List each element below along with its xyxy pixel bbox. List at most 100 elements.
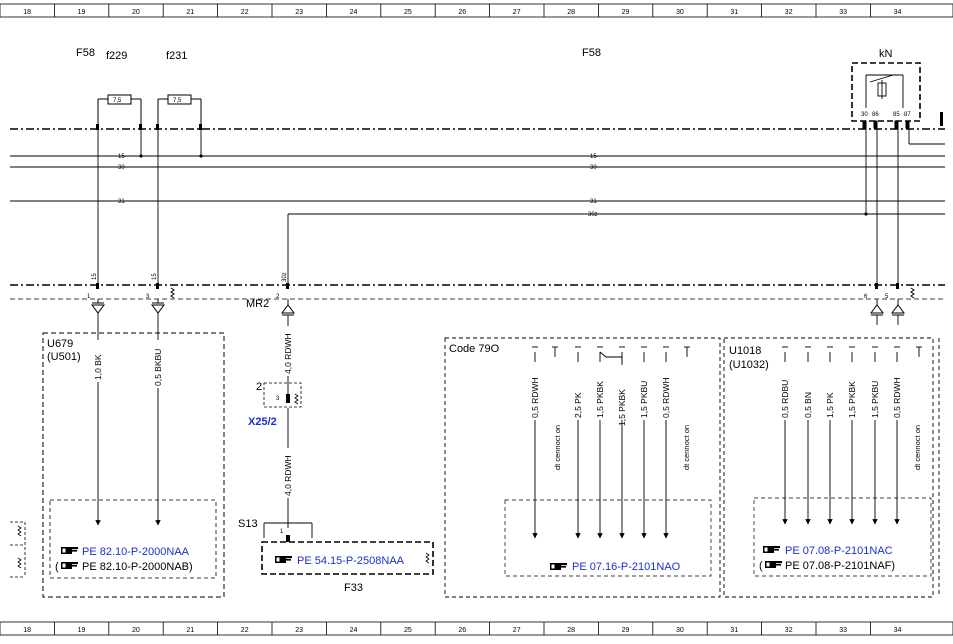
hand-pointer-icon [550,563,567,570]
s13-pin: 1 [280,529,284,535]
x25-label[interactable]: X25/2 [248,416,277,428]
bus-30-label-center: 30 [590,165,597,171]
pin-num-2: 2 [276,294,280,300]
code79o-note-2: dt cennoct on [682,425,691,470]
grid-cell-26: 26 [458,9,466,16]
u679-wire-2-label: 0,5 BKBU [153,349,163,386]
grid-cell-30: 30 [676,9,684,16]
mr2-label: MR2 [246,298,269,310]
bus-31-label-center: 31 [590,199,597,205]
bus-31-label: 31 [118,199,125,205]
relay-pin-86: 86 [872,112,879,118]
s13-footer: F33 [344,582,363,594]
bus-30z-label: 30z [588,212,598,218]
grid-cell-21: 21 [186,9,194,16]
bus-30-label: 30 [118,165,125,171]
pin-num-1: 1 [87,294,91,300]
relay-terminals [862,120,910,129]
u1018-ref-1[interactable]: PE 07.08-P-2101NAC [785,545,893,557]
pin-30z: 30z [282,272,288,282]
pin-15b: 15 [152,273,158,280]
pin-num-5: 5 [885,294,889,300]
x25-pin-in: 3 [276,396,280,402]
code79o-wire-label: 0,5 RDWH [661,377,671,418]
u679-inner-box [49,499,217,579]
u1018-box [723,337,934,598]
hand-pointer-icon [765,561,782,568]
x25-connector-box [263,382,302,408]
code79o-note-1: dt cennoct on [553,425,562,470]
grid-cell-33: 33 [839,9,847,16]
relay-pin-85: 85 [893,112,900,118]
code79o-title: Code 79O [449,343,500,355]
fuse-group-label: F58 [76,47,95,59]
s13-label: S13 [238,518,258,530]
grid-cell-27: 27 [513,627,521,634]
grid-cell-32: 32 [785,9,793,16]
hand-pointer-icon [61,562,78,569]
grid-cell-22: 22 [241,627,249,634]
wire-stubs [97,299,899,330]
relay-pin-87: 87 [904,112,911,118]
code79o-wire-label: 1,5 PKBK [595,381,605,418]
u1018-note: dt cennoct on [913,425,922,470]
grid-cell-19: 19 [78,627,86,634]
fuse-f231-rating: 7,5 [173,98,182,104]
grid-cell-23: 23 [295,9,303,16]
s13-terminal [286,535,290,542]
fuse-f231-symbol [157,94,202,126]
grid-cell-28: 28 [567,9,575,16]
fuse-f229-rating: 7,5 [113,98,122,104]
u1018-title: U1018 [729,345,761,357]
u679-ref-2-paren: ( [55,561,59,573]
s13-ref[interactable]: PE 54.15-P-2508NAA [297,555,405,567]
bus-15-label: 15 [118,154,125,160]
grid-cell-20: 20 [132,9,140,16]
u1018-inner-box [753,497,932,577]
grid-cell-26: 26 [458,627,466,634]
grid-cell-29: 29 [622,9,630,16]
code79o-wire-label: 1,5 PKBK [617,389,627,426]
pin-num-3: 3 [146,294,150,300]
u1018-wire-label: 1,5 PK [825,392,835,418]
relay-pin-30: 30 [861,112,868,118]
u1018-wire-label: 0,5 BN [803,392,813,418]
grid-cell-33: 33 [839,627,847,634]
u679-title: U679 [47,338,73,350]
edge-terminal [940,112,943,126]
grid-cell-31: 31 [730,9,738,16]
grid-cell-27: 27 [513,9,521,16]
u1018-ref-2[interactable]: PE 07.08-P-2101NAF) [785,560,895,572]
junction-dots [139,154,868,216]
f58-center-label: F58 [582,47,601,59]
fuse-f229-label: f229 [106,50,127,62]
grid-cell-18: 18 [23,627,31,634]
fuse-f231-label: f231 [166,50,187,62]
hand-pointer-icon [61,547,78,554]
u1018-subtitle: (U1032) [729,359,769,371]
grid-cell-19: 19 [78,9,86,16]
u679-wire-1-label: 1,0 BK [93,354,103,380]
bus-15-label-center: 15 [590,154,597,160]
code79o-wire-label: 1,5 PKBU [639,381,649,418]
code79o-ref[interactable]: PE 07.16-P-2101NAO [572,561,681,573]
bus-lines [10,155,945,215]
u679-ref-2[interactable]: PE 82.10-P-2000NAB) [82,561,193,573]
grid-cell-22: 22 [241,9,249,16]
code79o-wire-label: 2,5 PK [573,392,583,418]
u679-subtitle: (U501) [47,351,81,363]
u1018-wire-label: 1,5 PKBU [870,381,880,418]
hand-pointer-icon [763,546,780,553]
u679-box [42,332,225,598]
x25-wire-bottom-label: 4,0 RDWH [283,455,293,496]
x25-terminal [286,394,290,403]
s13-switch [263,522,313,538]
grid-cell-18: 18 [23,9,31,16]
u679-ref-1[interactable]: PE 82.10-P-2000NAA [82,546,190,558]
fuse-f229-symbol [97,94,142,126]
code79o-inner-box [504,499,712,577]
